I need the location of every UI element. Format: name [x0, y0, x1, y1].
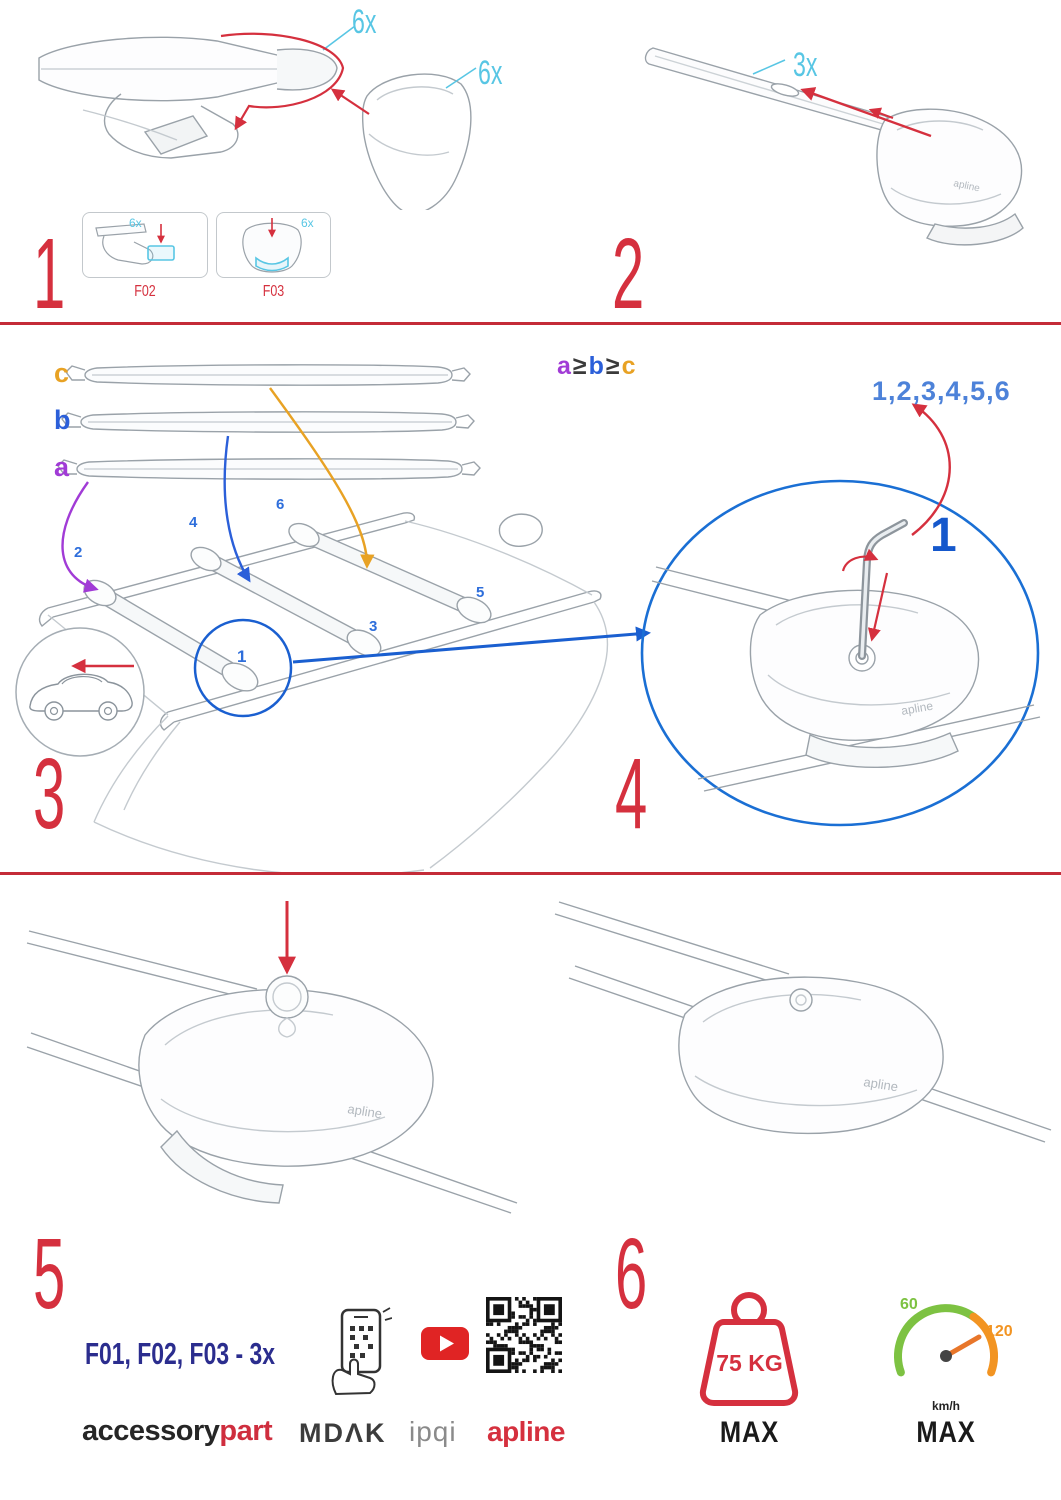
step5-number: 5 [33, 1218, 65, 1330]
qr-code [486, 1297, 562, 1373]
inset-f03-count: 6x [301, 216, 314, 230]
count-endcap: 6x [352, 3, 377, 41]
position-3: 3 [369, 618, 378, 635]
max-weight-value: 75 KG [716, 1350, 783, 1376]
tighten-sequence: 1,2,3,4,5,6 [872, 376, 1011, 406]
inset-f02: 6x [82, 212, 208, 278]
logo-accessorypart: accessorypart [82, 1415, 273, 1447]
position-6: 6 [276, 496, 285, 513]
sequence-first: 1 [930, 509, 957, 562]
max-weight-icon [699, 1292, 799, 1406]
max-weight-label: MAX [719, 1416, 780, 1449]
formula-b: b [588, 352, 604, 380]
speed-low-label: 60 [900, 1296, 918, 1313]
youtube-icon [421, 1327, 469, 1360]
inset-f02-drawing [95, 223, 175, 265]
bar-label-b: b [54, 405, 71, 435]
formula-geq1: ≥ [572, 352, 587, 380]
logo-ipqi: ipqi [409, 1416, 457, 1447]
step1-number: 1 [33, 218, 65, 330]
inset-f03-label: F03 [262, 283, 285, 300]
inset-f02-count: 6x [129, 216, 142, 230]
bar-label-a: a [54, 452, 70, 482]
position-4: 4 [189, 514, 198, 531]
divider-bottom [0, 872, 1061, 875]
logo-apline: apline [487, 1416, 565, 1447]
scan-phone-icon [331, 1307, 392, 1396]
step1-illustration [38, 25, 477, 210]
speed-high-label: 120 [986, 1323, 1013, 1340]
step6-number: 6 [615, 1218, 647, 1330]
inset-f02-label: F02 [134, 283, 156, 300]
step6-illustration: apline [554, 901, 1052, 1143]
step2-illustration: apline [644, 47, 1024, 246]
step2-number: 2 [612, 218, 644, 330]
foot-logo: apline [900, 699, 934, 718]
logo-mdak: MDΛK [299, 1418, 387, 1448]
max-speed-label: MAX [916, 1416, 976, 1449]
count-cover: 6x [478, 54, 503, 92]
inset-f03-drawing [242, 218, 302, 273]
position-5: 5 [476, 584, 485, 601]
length-formula: a≥b≥c [556, 354, 637, 379]
formula-geq2: ≥ [605, 352, 620, 380]
step4-number: 4 [615, 738, 647, 850]
inset-f03: 6x [216, 212, 331, 278]
step3-illustration [15, 364, 651, 875]
count-bars: 3x [793, 46, 818, 84]
max-speed-gauge [894, 1304, 998, 1377]
bar-label-c: c [54, 358, 70, 388]
speed-unit-label: km/h [931, 1399, 960, 1413]
foot-logo: apline [347, 1101, 384, 1121]
position-2: 2 [74, 544, 83, 561]
step5-illustration: apline [26, 901, 518, 1214]
parts-list: F01, F02, F03 - 3x [85, 1336, 275, 1371]
foot-logo: apline [863, 1074, 900, 1094]
position-1: 1 [237, 647, 247, 666]
formula-c: c [621, 352, 636, 380]
step3-number: 3 [33, 738, 65, 850]
logo-accessory-part2: part [219, 1415, 273, 1447]
logo-accessory-part1: accessory [82, 1415, 220, 1447]
formula-a: a [557, 352, 571, 380]
divider-top [0, 322, 1061, 325]
step4-illustration: apline [640, 403, 1041, 827]
